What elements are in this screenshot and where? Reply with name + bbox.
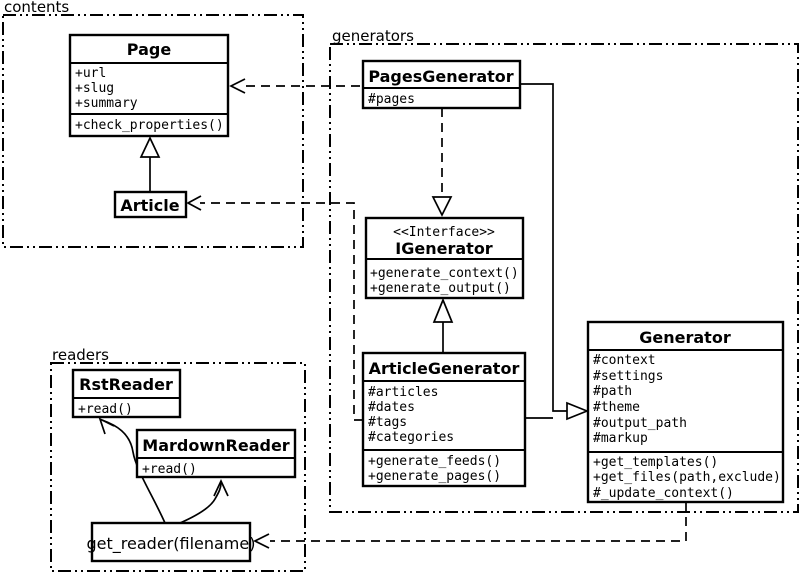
open-arrowhead-icon <box>213 478 229 497</box>
class-method: +read() <box>78 402 133 417</box>
class-article: Article <box>113 190 188 219</box>
inheritance-triangle-icon <box>139 136 161 158</box>
edge-articlegenerator-depends-article <box>186 195 363 421</box>
class-method: +read() <box>142 462 197 477</box>
class-method: +get_files(path,exclude) <box>593 470 781 485</box>
node-label: get_reader(filename) <box>87 534 256 554</box>
open-arrowhead-icon <box>253 533 270 549</box>
class-box <box>71 368 182 419</box>
class-box <box>113 190 188 219</box>
class-method: +generate_output() <box>370 281 511 296</box>
node-get-reader: get_reader(filename) <box>87 521 256 563</box>
class-attribute: #path <box>593 384 632 399</box>
class-attribute: #categories <box>368 430 454 445</box>
class-page: Page +url +slug +summary +check_properti… <box>68 33 230 138</box>
class-attribute: #dates <box>368 400 415 415</box>
class-box <box>361 59 522 110</box>
class-attribute: +summary <box>75 96 138 111</box>
inheritance-triangle-icon <box>432 297 454 323</box>
edge-pagesgenerator-depends-page <box>229 78 363 94</box>
class-stereotype: <<Interface>> <box>393 225 495 240</box>
edge-line <box>270 502 687 542</box>
class-articlegenerator: ArticleGenerator #articles #dates #tags … <box>361 351 527 488</box>
class-title: Article <box>120 196 179 215</box>
class-method: #_update_context() <box>593 486 734 501</box>
node-box <box>90 521 252 563</box>
class-attribute: #output_path <box>593 416 687 431</box>
class-method: +generate_feeds() <box>368 454 501 469</box>
edge-articlegenerator-inherits-igenerator <box>432 297 454 353</box>
class-generator: Generator #context #settings #path #them… <box>586 320 785 504</box>
class-attribute: #context <box>593 353 656 368</box>
class-pagesgenerator: PagesGenerator #pages <box>361 59 522 110</box>
class-title: PagesGenerator <box>368 67 513 86</box>
class-title: ArticleGenerator <box>369 359 520 378</box>
edge-pagesgenerator-realizes-igenerator <box>431 108 453 217</box>
class-attribute: #settings <box>593 369 663 384</box>
package-contents-border <box>2 14 304 248</box>
class-box <box>361 351 527 488</box>
class-attribute: #pages <box>368 92 415 107</box>
class-attribute: +slug <box>75 81 114 96</box>
open-arrowhead-icon <box>186 195 202 211</box>
inheritance-triangle-icon <box>431 196 453 217</box>
package-readers-label: readers <box>52 346 109 364</box>
class-method: +generate_context() <box>370 266 519 281</box>
class-attribute: #tags <box>368 415 407 430</box>
class-attribute: #articles <box>368 385 438 400</box>
edge-article-inherits-page <box>139 136 161 192</box>
package-generators-label: generators <box>332 27 414 45</box>
class-mardownreader: MardownReader +read() <box>135 428 297 479</box>
open-arrowhead-icon <box>229 78 246 94</box>
edge-curve <box>179 482 222 524</box>
class-igenerator: <<Interface>> IGenerator +generate_conte… <box>364 216 525 300</box>
package-contents: contents <box>2 0 304 248</box>
class-method: +generate_pages() <box>368 469 501 484</box>
package-generators: generators <box>329 27 799 513</box>
class-box <box>586 320 785 504</box>
edge-getreader-to-mardownreader <box>179 478 229 524</box>
class-title: IGenerator <box>395 239 493 258</box>
class-title: MardownReader <box>142 436 290 455</box>
package-readers-border <box>50 362 306 572</box>
edge-line <box>520 83 567 412</box>
open-arrowhead-icon <box>98 417 115 435</box>
class-title: Generator <box>639 328 731 347</box>
class-title: RstReader <box>79 375 173 394</box>
edge-generator-depends-getreader <box>253 502 687 549</box>
class-rstreader: RstReader +read() <box>71 368 182 419</box>
edge-getreader-to-rstreader <box>98 417 166 524</box>
edge-line <box>200 202 363 421</box>
inheritance-triangle-icon <box>566 401 590 421</box>
class-box <box>135 428 297 479</box>
edge-curve <box>101 419 166 524</box>
class-attribute: #markup <box>593 431 648 446</box>
class-attribute: #theme <box>593 400 640 415</box>
package-generators-border <box>329 43 799 513</box>
package-contents-label: contents <box>4 0 69 16</box>
class-box <box>68 33 230 138</box>
class-method: +check_properties() <box>75 118 224 133</box>
package-readers: readers <box>50 346 306 572</box>
edge-generators-inherit-generator <box>520 83 590 421</box>
class-method: +get_templates() <box>593 455 718 470</box>
class-title: Page <box>127 40 172 59</box>
class-attribute: +url <box>75 66 106 81</box>
